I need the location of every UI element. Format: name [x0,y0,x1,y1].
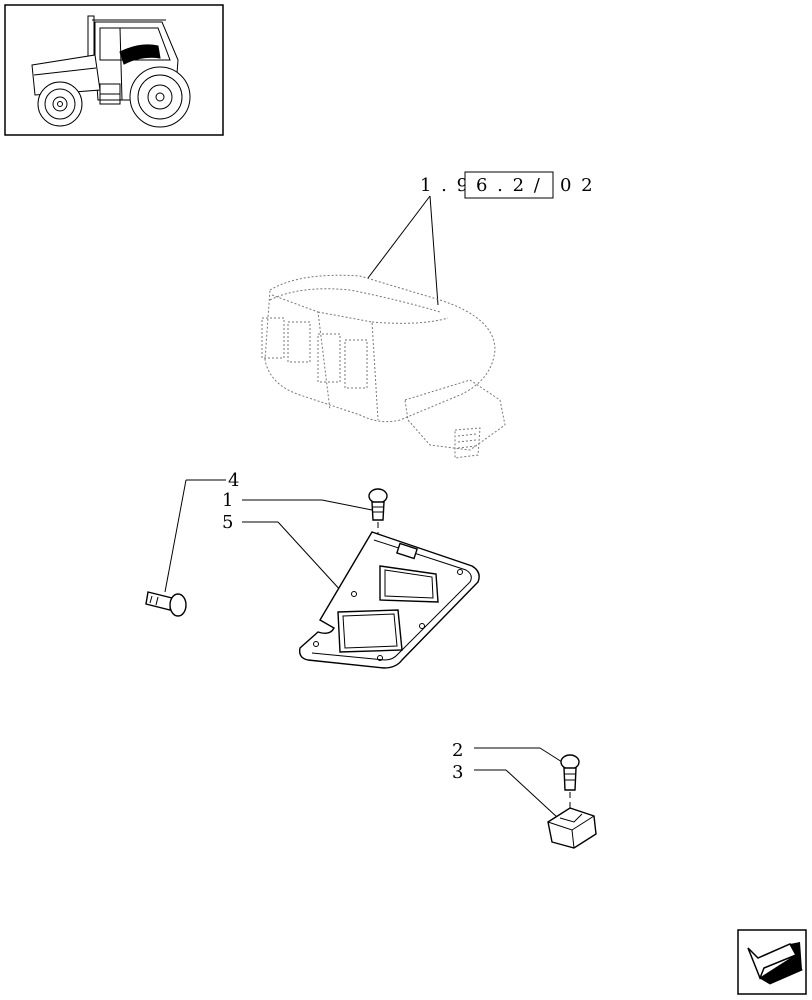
reference-box-text: 6 . 2 / [476,175,542,196]
console-assembly-ghost [261,274,506,459]
reference-prefix: 1 . 9 [420,175,470,196]
callout-1: 1 [222,490,373,511]
thumbnail [4,4,224,136]
next-page-arrow-icon[interactable] [737,929,807,995]
callout-label-3: 3 [452,762,463,783]
reference-suffix: 0 2 [560,175,595,196]
reference-box [464,171,554,199]
callout-5: 5 [222,512,343,593]
callout-4: 4 [164,470,239,593]
bolt-part-4 [145,591,187,617]
callout-label-1: 1 [222,490,233,511]
plate-part-5 [298,531,480,669]
callout-label-2: 2 [452,740,463,761]
callout-2: 2 [452,740,563,763]
tractor-icon [31,15,191,128]
bolt-part-2 [560,754,580,818]
clip-part-3 [547,807,597,849]
callout-3: 3 [452,762,559,819]
reference-label: 1 . 9 6 . 2 / 0 2 [367,171,595,306]
callout-label-4: 4 [228,470,239,491]
callout-label-5: 5 [222,512,233,533]
